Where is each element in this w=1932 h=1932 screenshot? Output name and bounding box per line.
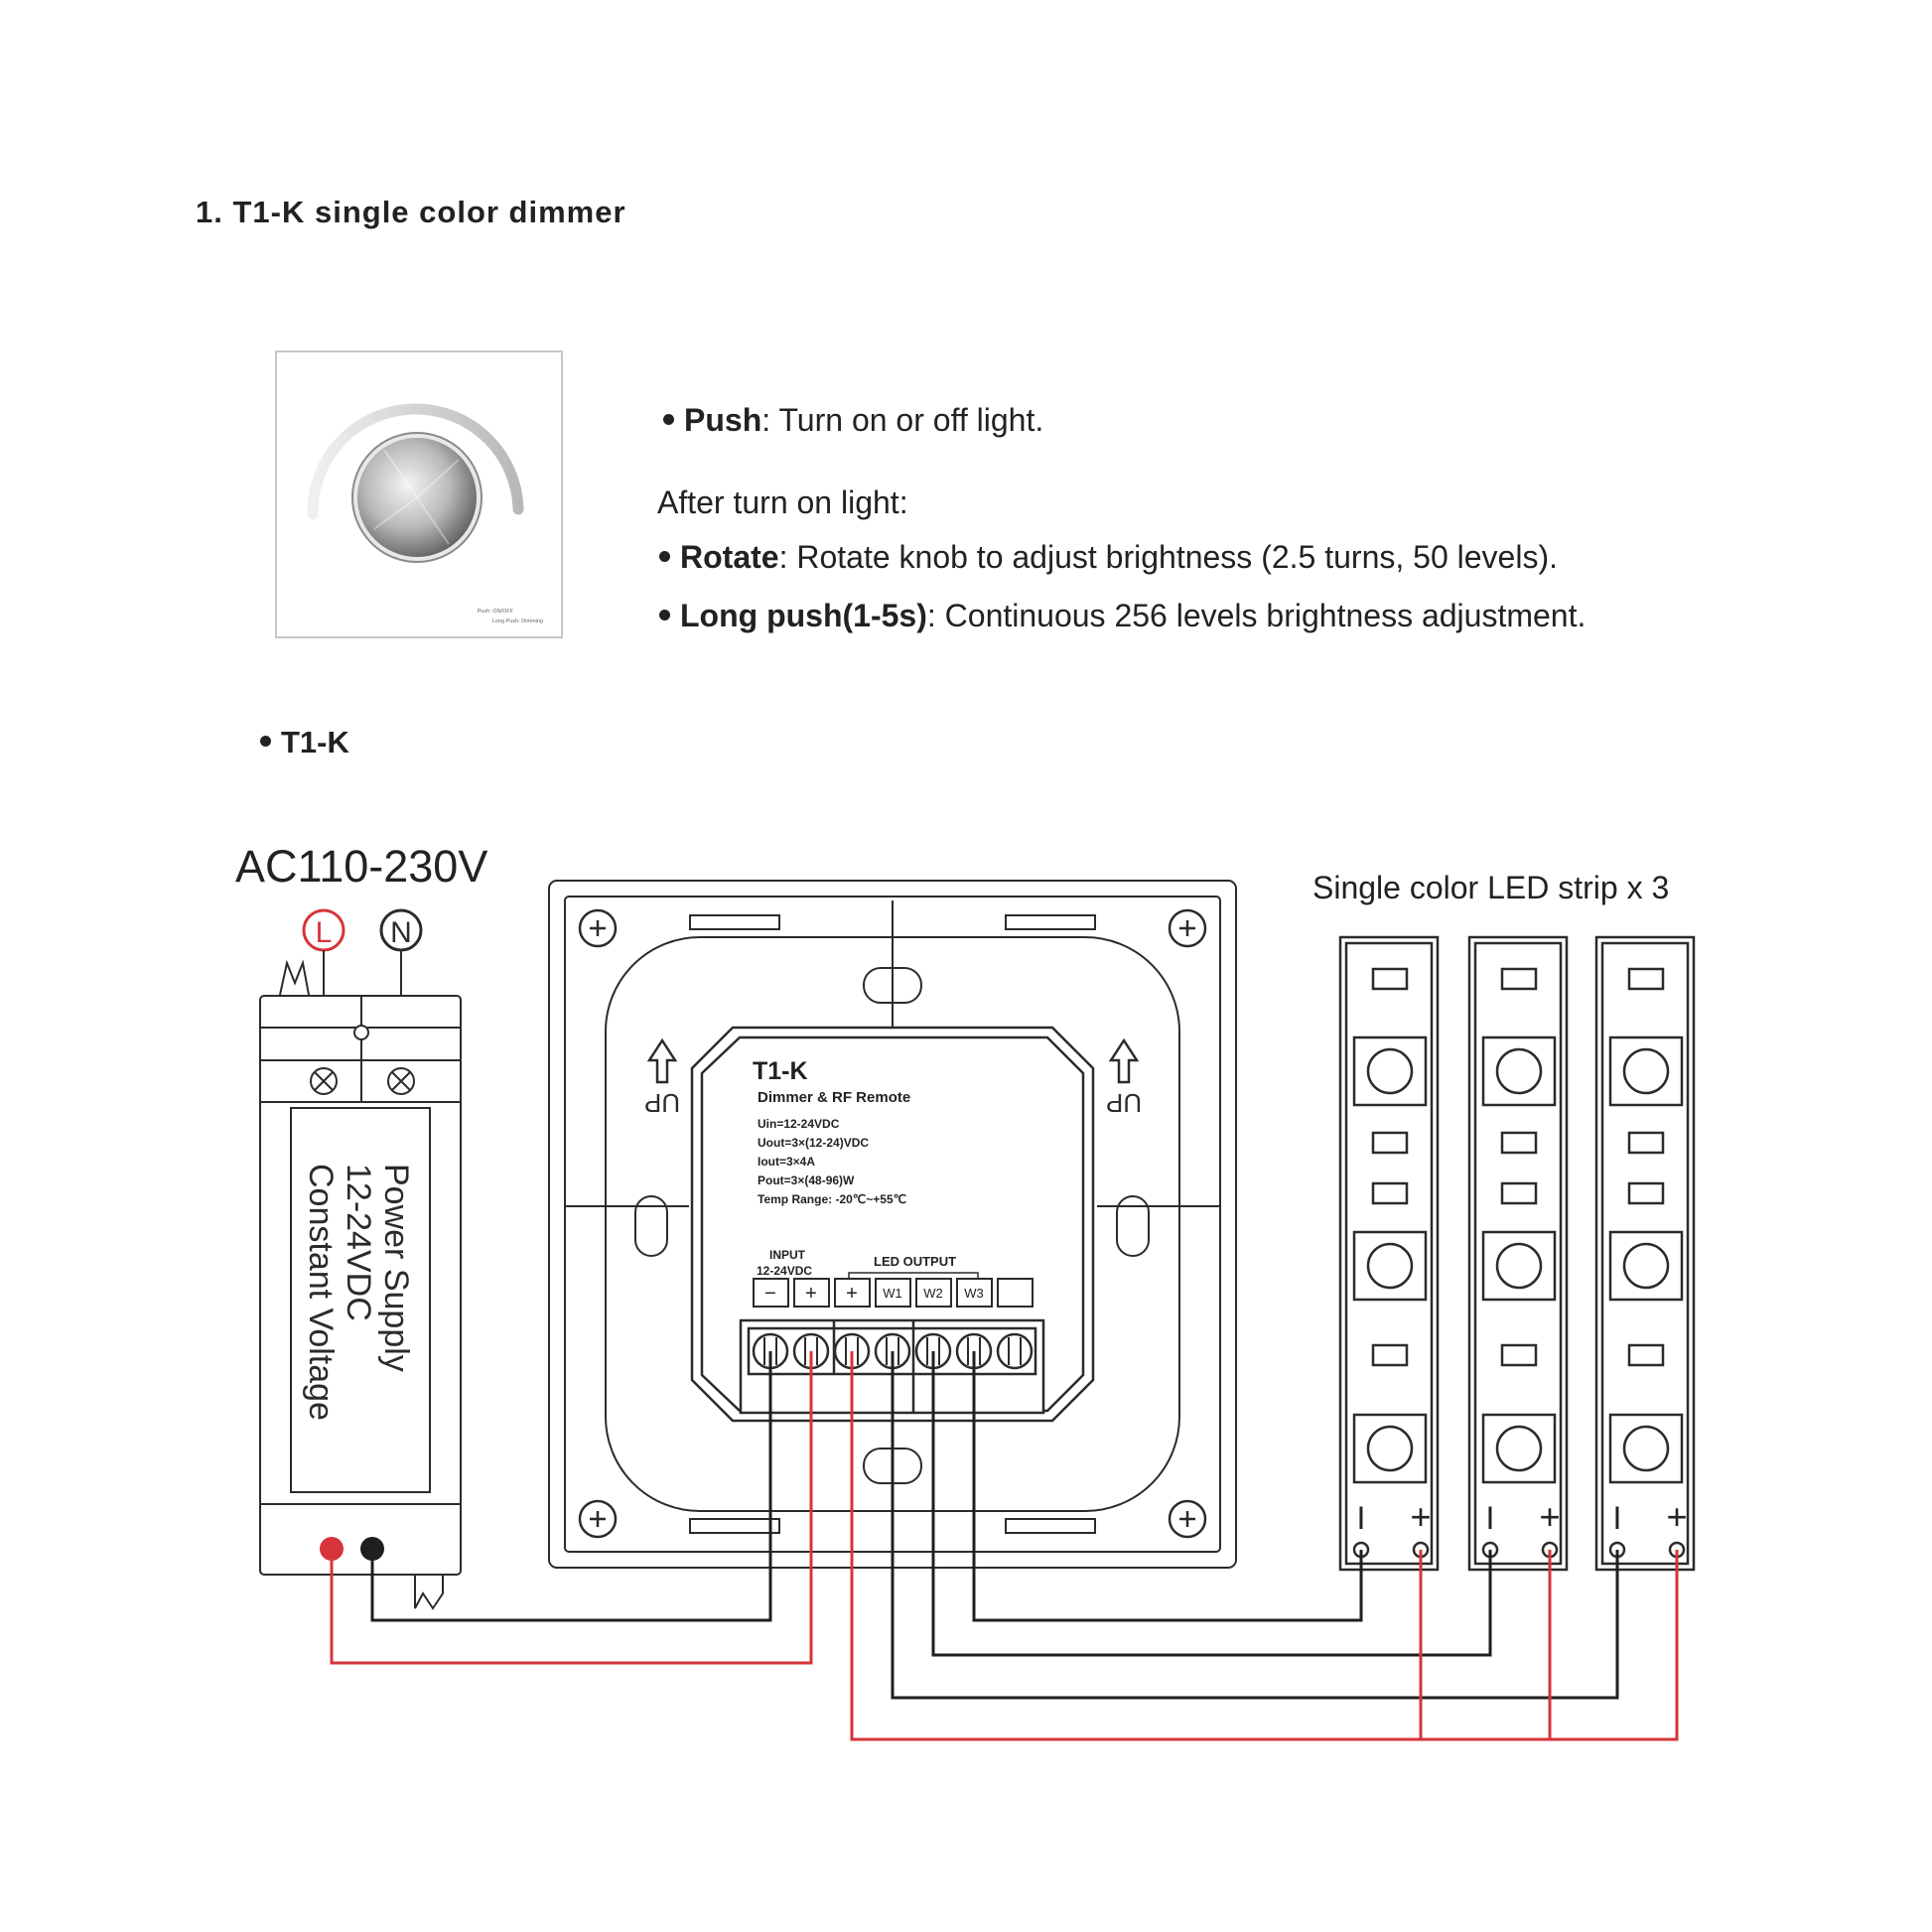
terminal-label-w1: W1: [883, 1286, 902, 1301]
up-label-left: UP: [644, 1088, 680, 1118]
module-model: T1-K: [753, 1057, 808, 1085]
strip-plus-label: +: [1410, 1496, 1431, 1537]
psu-voltage: 12-24VDC: [340, 1164, 377, 1321]
long-push-label: Long push(1-5s): [680, 598, 927, 633]
spec-line: Iout=3×4A: [758, 1155, 815, 1169]
spec-line: Uin=12-24VDC: [758, 1117, 840, 1131]
panel-caption-long-push: Long Push: Dimming: [492, 619, 543, 624]
after-label: After turn on light:: [657, 484, 908, 520]
spec-line: Uout=3×(12-24)VDC: [758, 1136, 869, 1150]
push-description: Push: Turn on or off light.: [663, 402, 1043, 439]
rotate-text: : Rotate knob to adjust brightness (2.5 …: [778, 539, 1558, 575]
terminal-label-w3: W3: [964, 1286, 984, 1301]
rotate-description: Rotate: Rotate knob to adjust brightness…: [659, 539, 1558, 576]
dimmer-panel-image: Push: ON/OFF Long Push: Dimming: [275, 350, 563, 638]
dimming-arc: [307, 403, 524, 520]
terminal-label-plus-output: +: [846, 1283, 858, 1305]
long-push-text: : Continuous 256 levels brightness adjus…: [926, 598, 1587, 633]
bullet-icon: [659, 551, 670, 563]
input-label: INPUT: [769, 1248, 806, 1262]
strip-title: Single color LED strip x 3: [1312, 870, 1669, 905]
up-label-right: UP: [1106, 1088, 1142, 1118]
red-wires: [330, 1351, 1679, 1741]
neutral-label: N: [390, 916, 412, 949]
long-push-description: Long push(1-5s): Continuous 256 levels b…: [659, 598, 1586, 634]
strip-plus-label: +: [1666, 1496, 1687, 1537]
spec-line: Pout=3×(48-96)W: [758, 1173, 855, 1187]
ac-voltage-label: AC110-230V: [235, 841, 487, 892]
rotate-label: Rotate: [680, 539, 779, 575]
up-arrow-icon: [646, 1037, 1140, 1084]
spec-line: Temp Range: -20℃~+55℃: [758, 1192, 906, 1206]
strip-minus-label: I: [1486, 1500, 1495, 1536]
page-heading: 1. T1-K single color dimmer: [196, 195, 626, 229]
push-label: Push: [684, 402, 762, 438]
module-subtitle: Dimmer & RF Remote: [758, 1089, 910, 1106]
live-label: L: [316, 916, 333, 949]
black-wires: [370, 1351, 1619, 1700]
led-strip-3: [1594, 935, 1696, 1572]
strip-plus-label: +: [1539, 1496, 1560, 1537]
led-strip-1: [1338, 935, 1440, 1572]
strip-minus-label: I: [1613, 1500, 1622, 1536]
power-supply: [259, 959, 462, 1610]
psu-type: Constant Voltage: [302, 1164, 340, 1421]
bullet-icon: [659, 610, 670, 621]
strip-minus-label: I: [1357, 1500, 1366, 1536]
bullet-icon: [663, 414, 674, 426]
terminal-label-boxes: [753, 1278, 1034, 1308]
section-label: T1-K: [260, 725, 349, 760]
input-voltage-label: 12-24VDC: [757, 1264, 812, 1278]
terminal-label-minus: −: [764, 1283, 776, 1305]
bullet-icon: [260, 736, 271, 748]
led-output-label: LED OUTPUT: [874, 1254, 956, 1269]
mounting-screw-icon: [578, 908, 1207, 1539]
dimmer-knob: [357, 438, 477, 557]
psu-title: Power Supply: [377, 1164, 415, 1372]
led-strip-2: [1467, 935, 1569, 1572]
terminal-label-w2: W2: [923, 1286, 943, 1301]
panel-caption-push: Push: ON/OFF: [478, 609, 514, 615]
push-text: : Turn on or off light.: [761, 402, 1044, 438]
terminal-label-plus-input: +: [805, 1283, 817, 1305]
